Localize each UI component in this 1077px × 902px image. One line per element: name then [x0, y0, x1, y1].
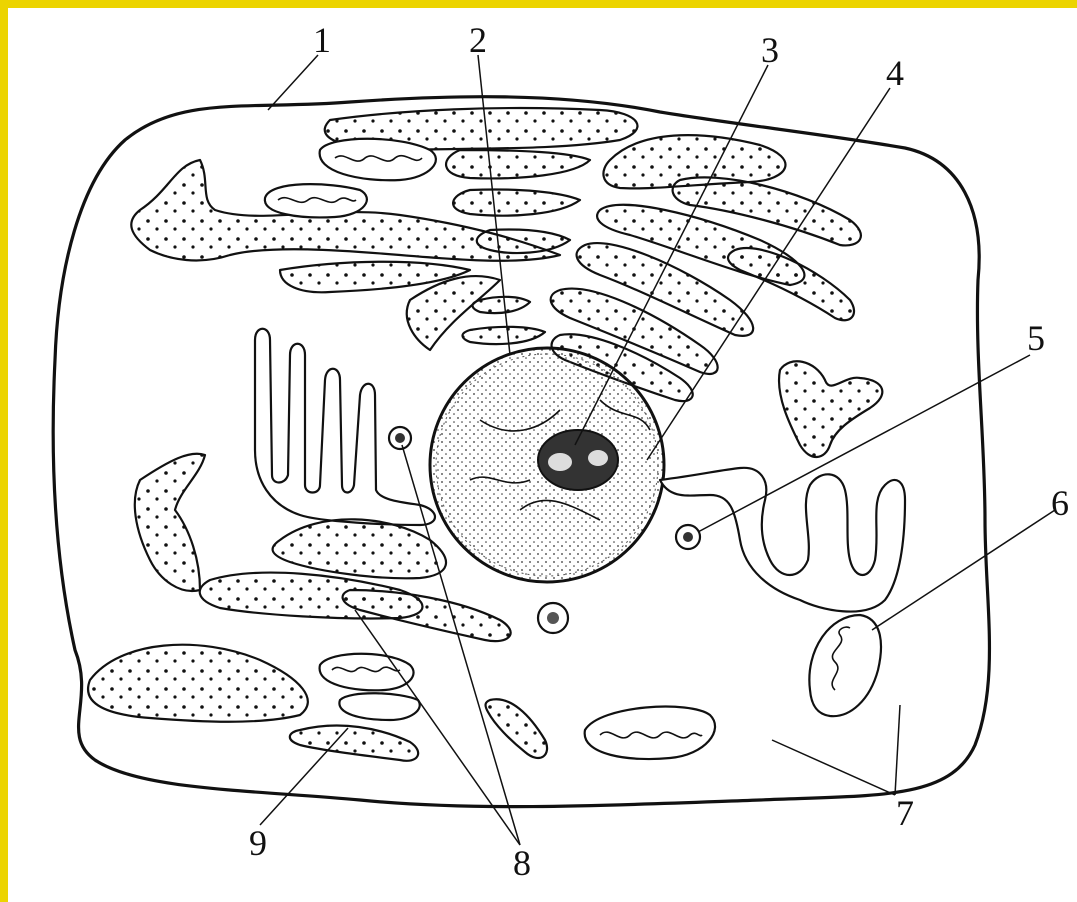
- nucleolus-light-1: [548, 453, 572, 471]
- label-4: 4: [886, 53, 904, 93]
- label-8: 8: [513, 843, 531, 883]
- nucleolus-light-2: [588, 450, 608, 466]
- leader-7b: [895, 705, 900, 795]
- leader-7a: [772, 740, 895, 795]
- label-2: 2: [469, 20, 487, 60]
- mitochondrion: [809, 615, 881, 716]
- label-7: 7: [896, 793, 914, 833]
- label-6: 6: [1051, 483, 1069, 523]
- leader-8b: [355, 610, 520, 845]
- nucleus: [430, 348, 664, 582]
- label-3: 3: [761, 30, 779, 70]
- leader-1: [268, 55, 318, 110]
- mitochondria-lower-left: [320, 654, 420, 720]
- mitochondrion-lower: [585, 707, 715, 759]
- mitochondria-upper: [265, 139, 436, 218]
- label-1: 1: [313, 20, 331, 60]
- label-5: 5: [1027, 318, 1045, 358]
- label-9: 9: [249, 823, 267, 863]
